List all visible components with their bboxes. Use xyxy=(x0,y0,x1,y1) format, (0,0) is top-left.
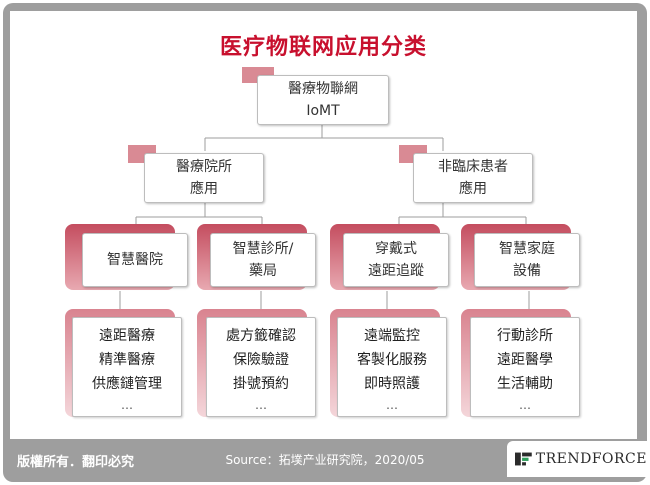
subcategory-sublabel: 藥局 xyxy=(249,263,277,279)
diagram-title: 医疗物联网应用分类 xyxy=(219,34,427,60)
trendforce-mark-icon xyxy=(515,452,532,466)
trendforce-logo: TRENDFORCE xyxy=(507,441,647,477)
diagram-canvas: 医疗物联网应用分类 醫療物聯網 IoMT 醫療院所 應用 xyxy=(10,11,637,439)
root-sublabel: IoMT xyxy=(306,103,340,119)
application-item: 保險驗證 xyxy=(233,352,289,368)
application-item: 遠距醫療 xyxy=(99,328,155,344)
application-list: 遠距醫療 精準醫療 供應鏈管理 … xyxy=(72,317,182,417)
source-citation: Source：拓墣产业研究院，2020/05 xyxy=(225,453,425,467)
application-item: 供應鏈管理 xyxy=(92,376,162,392)
subcategory-node: 智慧家庭 設備 xyxy=(474,233,580,287)
application-list: 處方籤確認 保險驗證 掛號預約 … xyxy=(206,317,316,417)
subcategory-label: 穿戴式 xyxy=(375,241,417,257)
application-item: 行動診所 xyxy=(497,328,553,344)
ellipsis: … xyxy=(386,398,398,412)
application-list: 遠端監控 客製化服務 即時照護 … xyxy=(337,317,447,417)
application-list: 行動診所 遠距醫學 生活輔助 … xyxy=(470,317,580,417)
subcategory-sublabel: 設備 xyxy=(513,263,541,279)
subcategory-sublabel: 遠距追蹤 xyxy=(368,263,424,279)
category-node-clinical: 醫療院所 應用 xyxy=(144,153,264,203)
subcategory-label: 智慧家庭 xyxy=(499,241,555,257)
logo-wordmark: TRENDFORCE xyxy=(535,451,647,467)
application-item: 生活輔助 xyxy=(497,376,553,392)
subcategory-node: 智慧診所/ 藥局 xyxy=(210,233,316,287)
category-label: 醫療院所 xyxy=(176,159,232,175)
application-item: 即時照護 xyxy=(364,376,420,392)
ellipsis: … xyxy=(255,398,267,412)
subcategory-node: 智慧醫院 xyxy=(82,233,188,287)
root-label: 醫療物聯網 xyxy=(288,81,358,97)
category-sublabel: 應用 xyxy=(459,181,487,197)
subcategory-label: 智慧診所/ xyxy=(232,241,294,257)
footer-bar: 版權所有．翻印必究 Source：拓墣产业研究院，2020/05 TRENDFO… xyxy=(3,439,647,481)
ellipsis: … xyxy=(519,398,531,412)
application-item: 遠距醫學 xyxy=(497,352,553,368)
subcategory-label: 智慧醫院 xyxy=(107,252,163,268)
application-item: 遠端監控 xyxy=(364,328,420,344)
root-node: 醫療物聯網 IoMT xyxy=(257,75,389,125)
category-label: 非臨床患者 xyxy=(438,159,508,175)
ellipsis: … xyxy=(121,398,133,412)
subcategory-node: 穿戴式 遠距追蹤 xyxy=(343,233,449,287)
application-item: 掛號預約 xyxy=(233,376,289,392)
application-item: 精準醫療 xyxy=(99,352,155,368)
copyright-notice: 版權所有．翻印必究 xyxy=(17,455,135,470)
category-sublabel: 應用 xyxy=(190,181,218,197)
category-node-nonclinical: 非臨床患者 應用 xyxy=(413,153,533,203)
application-item: 處方籤確認 xyxy=(226,328,296,344)
application-item: 客製化服務 xyxy=(357,352,427,368)
